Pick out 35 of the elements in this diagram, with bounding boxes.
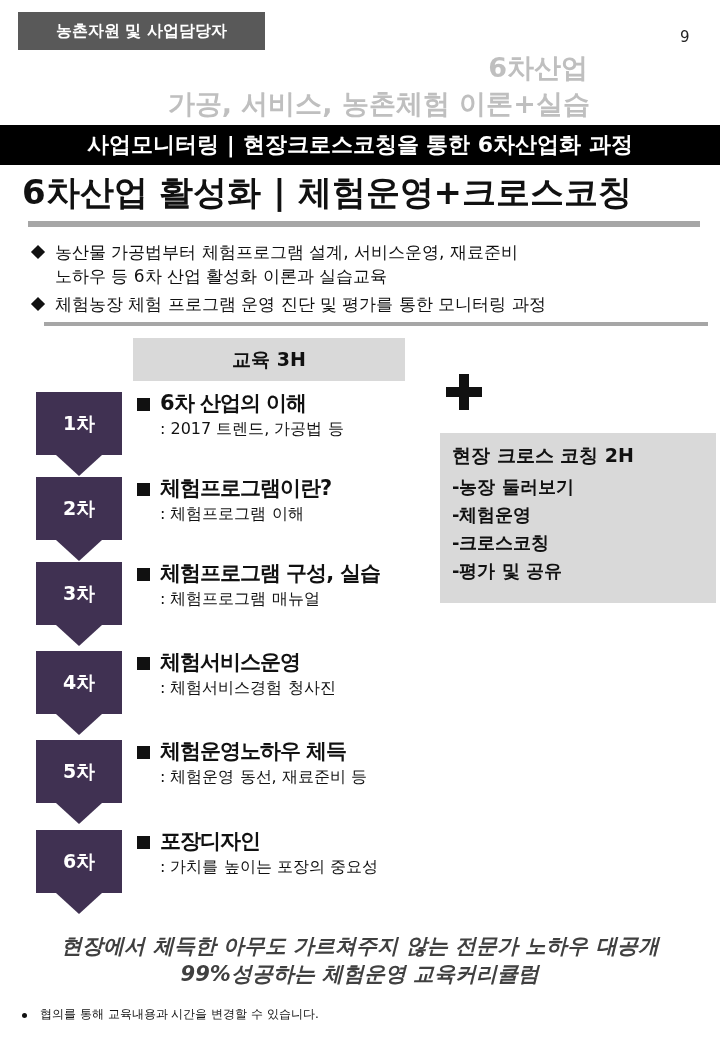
subtitle-text: 6차산업 <box>487 51 588 85</box>
step-description: : 2017 트렌드, 가공법 등 <box>160 419 344 440</box>
list-item: -체험운영 <box>452 503 533 527</box>
arrow <box>56 714 102 735</box>
heading-band: 사업모니터링 | 현장크로스코칭을 통한 6차산업화 과정 <box>0 125 720 165</box>
list-item: -농장 둘러보기 <box>452 475 575 499</box>
step-heading: 체험서비스운영 <box>160 649 300 676</box>
step-heading: 6차 산업의 이해 <box>160 390 307 417</box>
info-panel <box>440 433 716 603</box>
arrow <box>56 625 102 646</box>
section-header: 교육 3H <box>133 338 405 381</box>
step-heading: 체험운영노하우 체득 <box>160 738 347 765</box>
page-title: 6차산업 활성화 | 체험운영+크로스코칭 <box>22 171 633 214</box>
arrow <box>56 455 102 476</box>
list-item: -평가 및 공유 <box>452 559 563 583</box>
page-number: 9 <box>680 28 690 46</box>
slogan-text: 현장에서 체득한 아무도 가르쳐주지 않는 전문가 노하우 대공개 99%성공하는 체험운영 교육커리큘럼 <box>60 933 662 988</box>
audience-tag: 농촌자원 및 사업담당자 <box>18 12 265 50</box>
step-heading: 체험프로그램이란? <box>160 475 332 502</box>
step-heading: 포장디자인 <box>160 828 260 855</box>
arrow <box>56 893 102 914</box>
footnote-text: 협의를 통해 교육내용과 시간을 변경할 수 있습니다. <box>40 1006 320 1023</box>
step-description: : 체험프로그램 매뉴얼 <box>160 589 320 610</box>
arrow <box>56 803 102 824</box>
step-description: : 체험프로그램 이해 <box>160 504 304 525</box>
bullet-text: 농산물 가공법부터 체험프로그램 설계, 서비스운영, 재료준비 노하우 등 6차 산업 활성화 이론과 실습교육 <box>55 241 519 288</box>
step-description: : 체험서비스경험 청사진 <box>160 678 336 699</box>
subtitle-text: 가공, 서비스, 농촌체험 이론+실습 <box>166 87 590 121</box>
panel-heading: 현장 크로스 코칭 2H <box>452 443 635 468</box>
step-description: : 체험운영 동선, 재료준비 등 <box>160 767 367 788</box>
step-description: : 가치를 높이는 포장의 중요성 <box>160 857 378 878</box>
list-item: -크로스코칭 <box>452 531 551 555</box>
arrow <box>56 540 102 561</box>
bullet-text: 체험농장 체험 프로그램 운영 진단 및 평가를 통한 모니터링 과정 <box>55 293 547 316</box>
step-heading: 체험프로그램 구성, 실습 <box>160 560 380 587</box>
